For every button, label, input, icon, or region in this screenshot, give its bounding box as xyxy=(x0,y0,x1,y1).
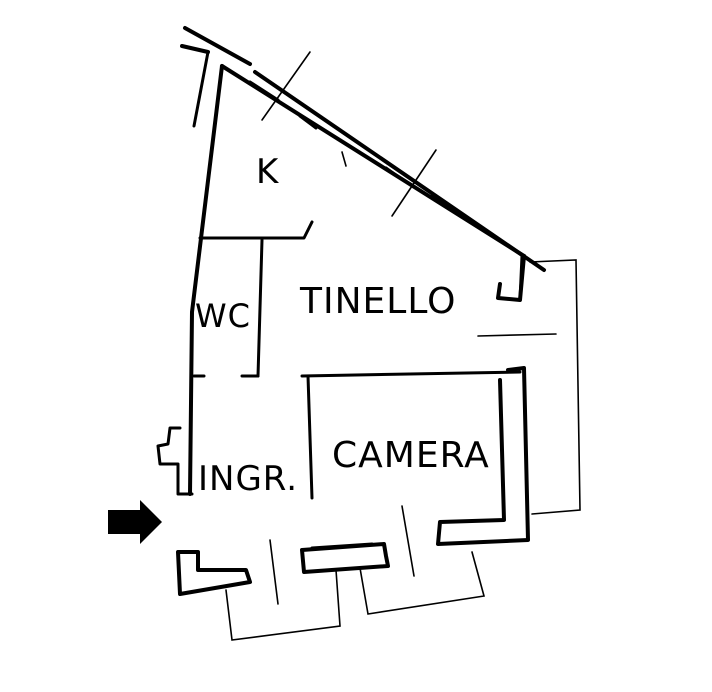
room-label-entrance: INGR. xyxy=(198,459,299,499)
balcony-outline xyxy=(529,259,581,515)
right-wall-end xyxy=(496,254,526,302)
balcony-divider xyxy=(477,333,557,337)
entrance-wall-stub xyxy=(156,426,194,496)
kitchen-wc-partition xyxy=(192,151,347,378)
lower-balcony-outlines xyxy=(225,551,486,641)
top-left-wall-stub xyxy=(180,26,252,128)
room-label-bedroom: CAMERA xyxy=(332,435,490,476)
camera-walls xyxy=(300,366,530,546)
arrow-right-icon xyxy=(108,500,162,544)
door-swings xyxy=(269,505,415,605)
bottom-wall-segments xyxy=(176,542,390,596)
room-label-living: TINELLO xyxy=(300,281,457,322)
left-exterior-wall xyxy=(188,64,224,496)
room-label-kitchen: K xyxy=(256,152,280,192)
room-label-bathroom: WC xyxy=(195,297,251,335)
diagonal-exterior-wall xyxy=(220,64,546,272)
window-marks xyxy=(261,51,437,217)
